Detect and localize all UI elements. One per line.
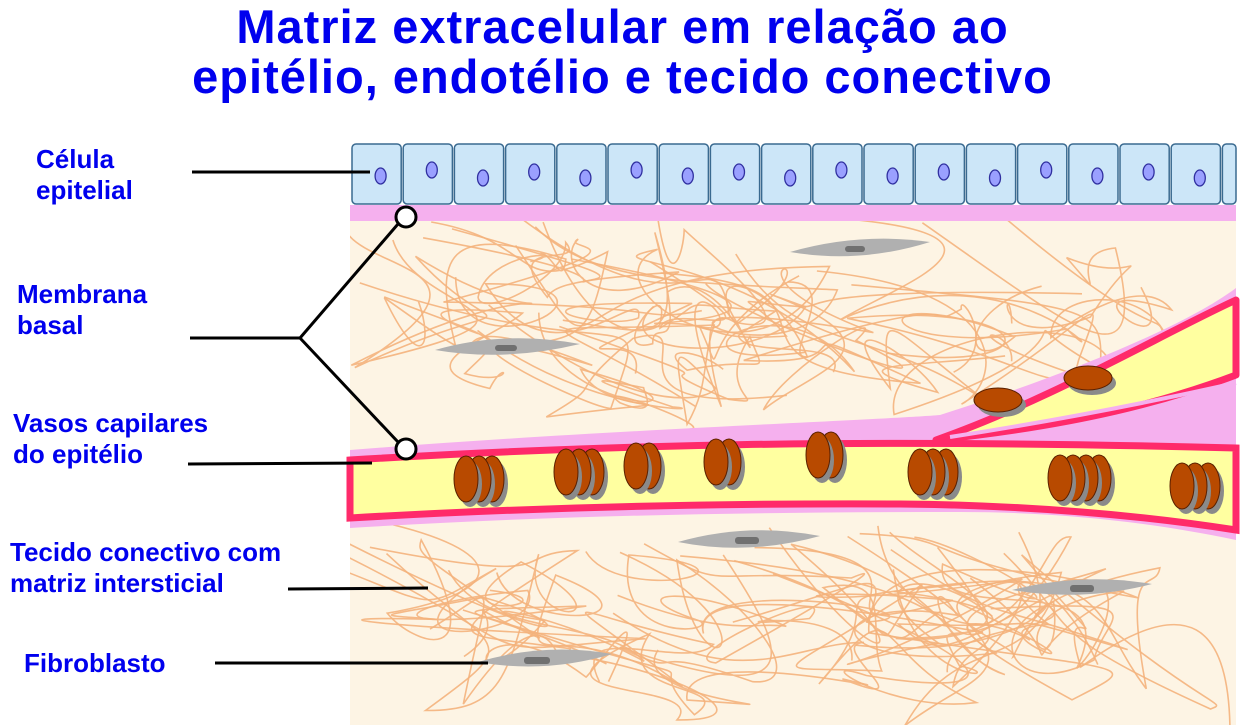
red-blood-cell-group <box>805 431 847 483</box>
pointer-connective-tissue <box>287 586 429 591</box>
epithelial-cell <box>914 143 966 205</box>
red-blood-cell-group <box>623 442 665 494</box>
epithelial-cell <box>863 143 914 205</box>
label-capillaries: Vasos capilares do epitélio <box>13 408 209 469</box>
label-epithelial-cell: Célula epitelial <box>36 144 133 205</box>
pointer-circle-epithelial-membrane <box>394 205 418 229</box>
label-basement-membrane: Membrana basal <box>17 279 148 340</box>
epithelial-cell <box>760 143 812 205</box>
red-blood-cells <box>453 365 1224 514</box>
pointer-basement-membrane-upper <box>298 223 400 339</box>
red-blood-cell-group <box>703 438 745 490</box>
red-blood-cell-group <box>1047 454 1115 506</box>
fibroblast <box>478 649 612 667</box>
epithelial-cell <box>504 143 556 205</box>
epithelial-cell <box>1016 143 1068 205</box>
pointer-basement-membrane-lower <box>298 336 400 444</box>
epithelial-cell-layer <box>351 143 1237 205</box>
label-fibroblast: Fibroblasto <box>24 648 166 678</box>
label-connective-tissue: Tecido conectivo com matriz intersticial <box>10 537 282 598</box>
epithelial-cell <box>453 143 505 205</box>
epithelial-cell <box>1119 143 1170 205</box>
epithelial-cell <box>351 143 402 205</box>
fibroblast <box>678 530 820 548</box>
epithelial-cell <box>812 143 863 205</box>
fibroblast <box>790 238 930 257</box>
red-blood-cell-group <box>973 365 1116 417</box>
title-line-1: Matriz extracelular em relação ao <box>236 0 1009 53</box>
epithelial-cell <box>556 143 607 205</box>
title-line-2: epitélio, endotélio e tecido conectivo <box>192 50 1053 103</box>
epithelial-cell <box>1221 143 1237 205</box>
epithelial-cell <box>402 143 454 205</box>
pointer-capillaries <box>187 461 373 466</box>
fibroblast <box>1012 579 1152 595</box>
epithelial-cell <box>658 143 710 205</box>
epithelial-cell <box>709 143 761 205</box>
epithelial-cell <box>607 143 658 205</box>
pointer-lines <box>187 170 488 665</box>
diagram-title: Matriz extracelular em relação ao epitél… <box>0 2 1245 102</box>
epithelial-cell <box>1068 143 1119 205</box>
pointer-circle-vessel-membrane <box>394 437 418 461</box>
red-blood-cell-group <box>1169 462 1224 514</box>
red-blood-cell-group <box>907 448 962 500</box>
epithelial-cell <box>965 143 1017 205</box>
fibroblast <box>435 338 580 355</box>
epithelial-cell <box>1170 143 1222 205</box>
red-blood-cell-group <box>553 448 608 500</box>
basement-membrane <box>350 205 1236 221</box>
red-blood-cell-group <box>453 455 508 507</box>
